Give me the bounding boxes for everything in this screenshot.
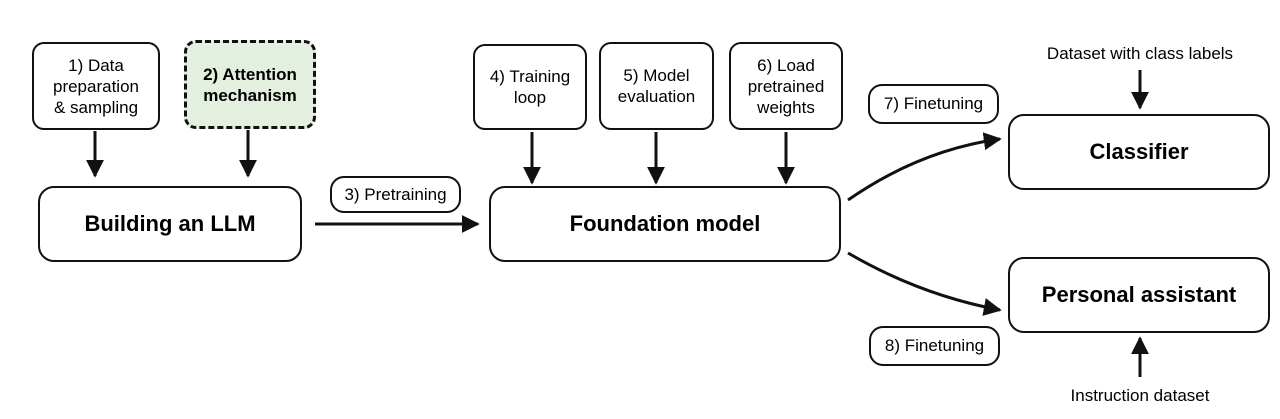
input-instruction-dataset: Instruction dataset bbox=[1070, 386, 1210, 405]
stage-foundation-model: Foundation model bbox=[489, 186, 841, 262]
step-model-evaluation: 5) Model evaluation bbox=[599, 42, 714, 130]
input-dataset-class-labels: Dataset with class labels bbox=[1046, 44, 1234, 63]
stage-classifier: Classifier bbox=[1008, 114, 1270, 190]
step-attention-mechanism: 2) Attention mechanism bbox=[184, 40, 316, 129]
arrow-foundation-to-classifier bbox=[847, 132, 1002, 202]
arrow-foundation-to-assistant bbox=[847, 251, 1002, 316]
step-finetuning-assistant: 8) Finetuning bbox=[869, 326, 1000, 366]
step-training-loop: 4) Training loop bbox=[473, 44, 587, 130]
step-data-preparation: 1) Data preparation & sampling bbox=[32, 42, 160, 130]
stage-building-an-llm: Building an LLM bbox=[38, 186, 302, 262]
step-finetuning-classifier: 7) Finetuning bbox=[868, 84, 999, 124]
stage-personal-assistant: Personal assistant bbox=[1008, 257, 1270, 333]
step-pretraining: 3) Pretraining bbox=[330, 176, 461, 213]
step-load-pretrained-weights: 6) Load pretrained weights bbox=[729, 42, 843, 130]
